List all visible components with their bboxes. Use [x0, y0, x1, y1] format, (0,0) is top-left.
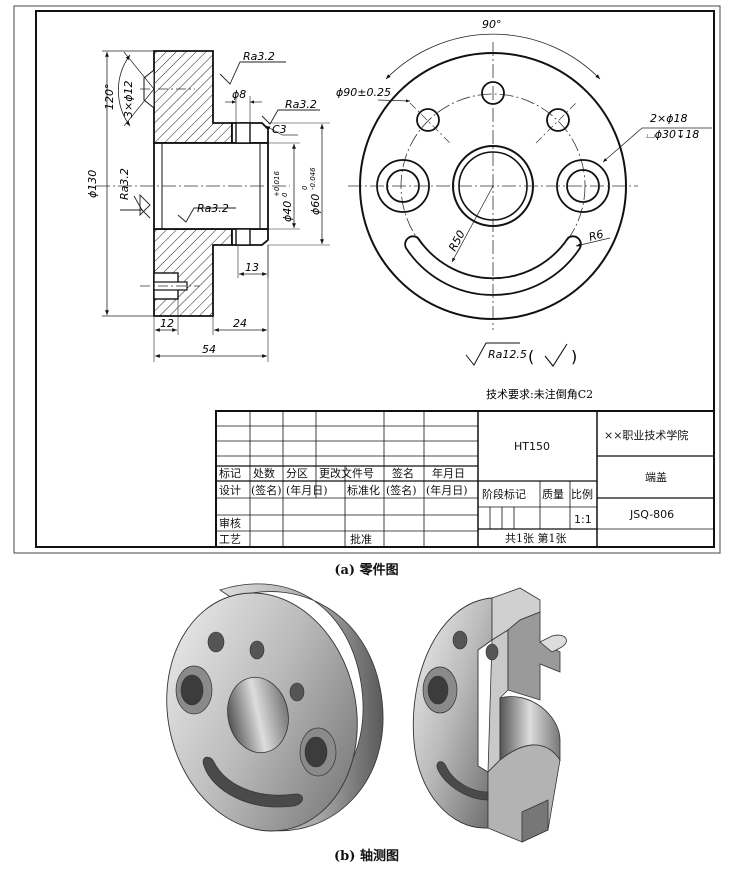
dim-phi40-tol-low: 0 [281, 192, 289, 197]
tb-design-sign: (签名) [251, 483, 282, 497]
tb-school: ××职业技术学院 [604, 428, 688, 442]
dim-12: 12 [160, 317, 174, 330]
holes-2x18: 2×ϕ18 [650, 112, 687, 125]
tb-date: 年月日 [432, 466, 465, 480]
tb-std-sign: (签名) [386, 483, 417, 497]
angle-120-label: 120° [103, 84, 116, 111]
groove-bottom [235, 228, 251, 246]
ra-inner: Ra3.2 [197, 202, 229, 215]
iso-slot [202, 756, 303, 808]
roughness-symbol-top [219, 61, 286, 85]
tb-approve: 批准 [350, 532, 372, 546]
title-block-text: 标记 处数 分区 更改文件号 签名 年月日 设计 (签名) (年月日) 标准化 … [219, 428, 688, 546]
angle-120-arc [117, 54, 131, 127]
dim-130: ϕ130 [86, 170, 99, 198]
tb-design-date: (年月日) [286, 483, 328, 497]
iso-bore [227, 676, 289, 754]
roughness-symbol-left [120, 195, 151, 219]
tb-sheets: 共1张 第1张 [505, 531, 567, 545]
tb-signature: 签名 [392, 466, 414, 480]
ra-general: Ra12.5 [488, 348, 527, 361]
tb-mass: 质量 [542, 488, 564, 501]
ra-paren-close: ) [571, 347, 577, 366]
small-hole-right [546, 108, 570, 132]
dim-phi8: ϕ8 [232, 88, 246, 101]
dim-phi60-tol-low: -0.046 [309, 167, 317, 190]
tb-zone: 分区 [286, 467, 308, 480]
ra-paren-open: ( [528, 347, 534, 366]
upper-flange-section [153, 50, 233, 144]
tb-review: 审核 [219, 516, 241, 530]
tb-part-name: 端盖 [645, 470, 667, 484]
roughness-check-symbol [544, 343, 568, 367]
groove-top [235, 122, 251, 144]
section-view: ϕ130 120° 3×ϕ12 Ra3.2 ϕ8 Ra3.2 C3 Ra3.2 … [86, 50, 330, 362]
dim-13: 13 [245, 261, 259, 274]
tb-std-date: (年月日) [426, 483, 468, 497]
angle-90-label: 90° [482, 18, 502, 31]
tb-scale: 1:1 [574, 513, 592, 526]
ra-top: Ra3.2 [243, 50, 275, 63]
title-block [215, 410, 715, 548]
tb-drawing-no: JSQ-806 [629, 508, 674, 521]
tb-count: 处数 [253, 467, 275, 480]
small-hole-left [416, 108, 440, 132]
isometric-cutaway-part [412, 587, 567, 843]
front-view: 90° ϕ90±0.25 2×ϕ18 ⌴ϕ30↧18 R50 R6 [336, 18, 712, 330]
roughness-symbol-inner [177, 207, 236, 223]
chamfer-c3: C3 [272, 123, 287, 136]
counterbore-spec: ⌴ϕ30↧18 [646, 128, 699, 141]
sheet-outer-border [13, 5, 721, 554]
tb-scale-header: 比例 [571, 487, 593, 501]
tb-stage: 阶段标记 [482, 487, 526, 501]
general-roughness: Ra12.5 ( ) [465, 342, 577, 367]
caption-isometric: (b) 轴测图 [334, 849, 399, 864]
tb-mark: 标记 [219, 466, 241, 480]
ra-mid: Ra3.2 [285, 98, 317, 111]
dim-phi60-tol-up: 0 [301, 185, 309, 190]
dim-phi40-tol-up: +0.016 [273, 171, 281, 197]
tb-standardize: 标准化 [347, 483, 380, 497]
dim-54: 54 [202, 343, 216, 356]
angle-90-arc [385, 33, 601, 80]
technical-requirement: 技术要求:未注倒角C2 [486, 387, 593, 401]
arc-slot [404, 235, 582, 296]
roughness-symbol-mid [261, 109, 320, 125]
tb-design: 设计 [219, 484, 241, 497]
dim-phi40: ϕ40 [281, 201, 294, 222]
tb-process: 工艺 [219, 533, 241, 546]
ra-left: Ra3.2 [118, 168, 131, 200]
holes-3x12-label: 3×ϕ12 [122, 81, 135, 118]
dim-24: 24 [233, 317, 247, 330]
tb-material: HT150 [514, 440, 550, 453]
dim-phi60: ϕ60 [309, 194, 322, 215]
radius-r6: R6 [587, 228, 605, 244]
caption-part-drawing: (a) 零件图 [334, 563, 399, 578]
isometric-full-part [166, 583, 384, 832]
dim-phi90: ϕ90±0.25 [336, 86, 391, 99]
radius-r50: R50 [446, 228, 468, 253]
tb-change-doc: 更改文件号 [319, 466, 374, 480]
